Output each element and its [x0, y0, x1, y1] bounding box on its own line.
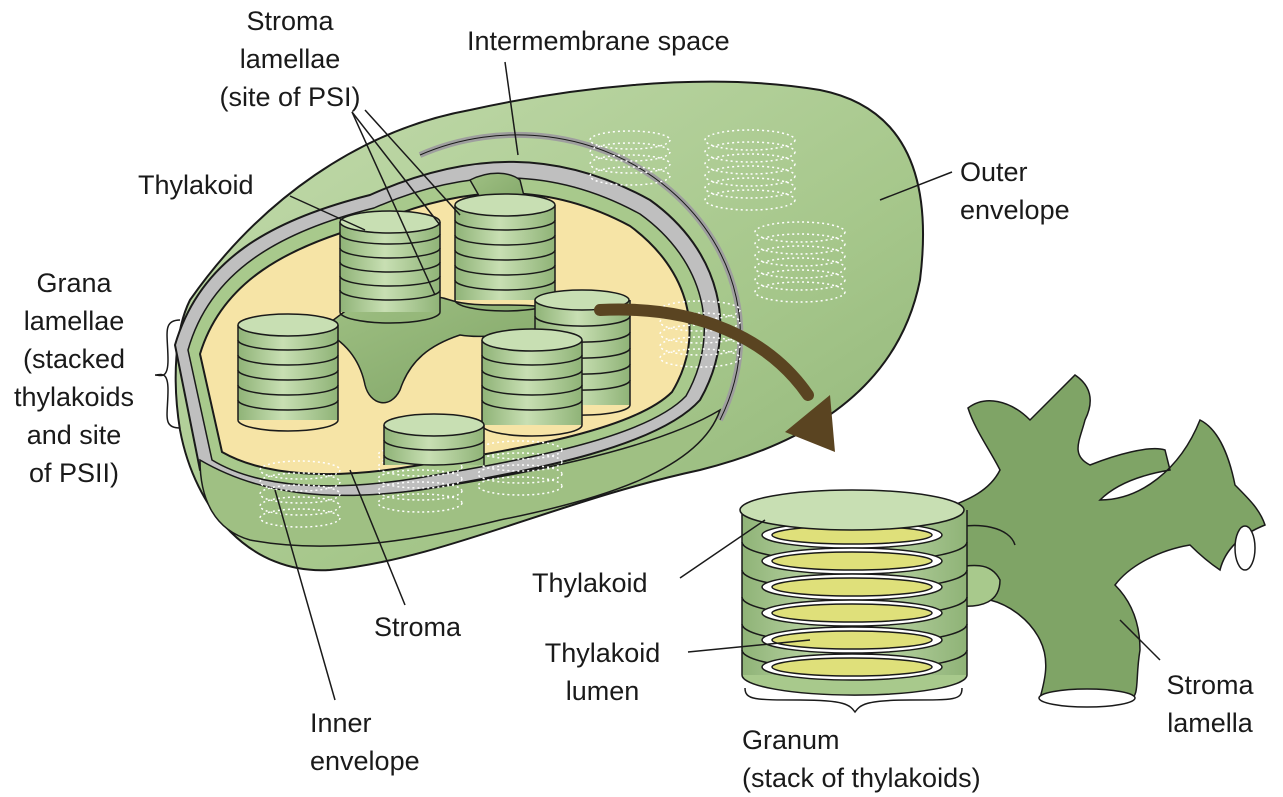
label-stroma-lamella: Stroma lamella: [1148, 666, 1272, 742]
zoom-arrow-head: [785, 395, 835, 452]
label-thylakoid-top: Thylakoid: [138, 170, 254, 200]
label-stroma: Stroma: [374, 612, 462, 642]
label-stroma-lamellae-line2: lamellae: [239, 44, 341, 74]
label-inner-envelope-line1: Inner: [310, 708, 372, 738]
zoom-arrow: [594, 303, 814, 401]
label-inner-envelope: Inner envelope: [310, 704, 420, 780]
hidden-granum-3: [754, 221, 846, 303]
label-granum: Granum (stack of thylakoids): [742, 721, 981, 797]
granum-detail-stack: [739, 489, 968, 696]
hidden-grana: [259, 129, 846, 528]
granum-stack-2: [454, 193, 556, 312]
lamella-end-bottom: [1038, 688, 1136, 708]
leader-thylakoid-top: [289, 195, 366, 231]
leader-stroma-lamellae-1: [351, 111, 441, 226]
label-grana-lamellae-line4: thylakoids: [13, 382, 135, 412]
label-outer-envelope-line2: envelope: [960, 195, 1070, 225]
detail-granum: [739, 374, 1266, 708]
stroma-lamella-shape: [939, 374, 1266, 703]
label-thylakoid-lumen: Thylakoid lumen: [530, 634, 675, 710]
top-membrane-edge-outline: [419, 134, 741, 421]
label-intermembrane-space: Intermembrane space: [467, 26, 730, 56]
hidden-granum-1: [704, 129, 796, 211]
leader-thylakoid-detail: [679, 519, 766, 579]
label-inner-envelope-line2: envelope: [310, 746, 420, 776]
label-stroma-lamella-line1: Stroma: [1166, 670, 1254, 700]
hidden-granum-6: [477, 440, 563, 496]
leader-inner-envelope: [274, 489, 336, 701]
front-envelope-strip: [199, 408, 722, 547]
thylakoid-disc-6: [761, 653, 943, 681]
leader-stroma: [349, 469, 406, 606]
label-granum-line1: Granum: [742, 725, 840, 755]
thylakoid-disc-2: [741, 547, 968, 591]
label-thylakoid-lumen-line2: lumen: [565, 676, 640, 706]
leader-outer-envelope: [879, 171, 953, 201]
leader-stroma-lamellae-3: [364, 109, 461, 216]
label-stroma-lamella-line2: lamella: [1167, 708, 1253, 738]
thylakoid-disc-4: [741, 599, 968, 645]
label-stroma-lamellae: Stroma lamellae (site of PSI): [205, 2, 375, 116]
leader-stroma-lamella: [1119, 619, 1161, 661]
granum-stack-6: [383, 413, 485, 466]
leader-stroma-lamellae-2: [351, 111, 436, 296]
label-outer-envelope: Outer envelope: [960, 153, 1070, 229]
label-grana-lamellae-line2: lamellae: [23, 306, 125, 336]
bracket-grana-lamellae: [154, 319, 181, 429]
label-grana-lamellae-line5: and site: [26, 420, 122, 450]
chloroplast-body: [173, 80, 925, 572]
leader-intermembrane: [504, 61, 519, 156]
lamella-end-right: [1234, 525, 1256, 571]
label-outer-envelope-line1: Outer: [960, 157, 1028, 187]
thylakoid-disc-5: [741, 626, 968, 671]
leader-lines: [154, 61, 1161, 714]
label-thylakoid-detail: Thylakoid: [532, 568, 648, 598]
label-granum-line2: (stack of thylakoids): [742, 763, 981, 793]
label-grana-lamellae: Grana lamellae (stacked thylakoids and s…: [0, 264, 148, 492]
label-thylakoid-lumen-line1: Thylakoid: [544, 638, 661, 668]
label-stroma-lamellae-line1: Stroma: [246, 6, 334, 36]
granum-top: [739, 489, 965, 531]
granum-stack-3: [237, 313, 339, 432]
label-grana-lamellae-line3: (stacked: [22, 344, 126, 374]
leader-thylakoid-lumen: [687, 639, 811, 653]
hidden-granum-2: [589, 130, 671, 186]
label-grana-lamellae-line6: of PSII): [28, 458, 120, 488]
granum-stack-5: [481, 328, 583, 437]
hidden-granum-7: [259, 460, 341, 528]
label-stroma-lamellae-line3: (site of PSI): [219, 82, 361, 112]
granum-stack-1: [339, 210, 441, 324]
label-grana-lamellae-line1: Grana: [36, 268, 112, 298]
bracket-granum: [744, 687, 963, 714]
